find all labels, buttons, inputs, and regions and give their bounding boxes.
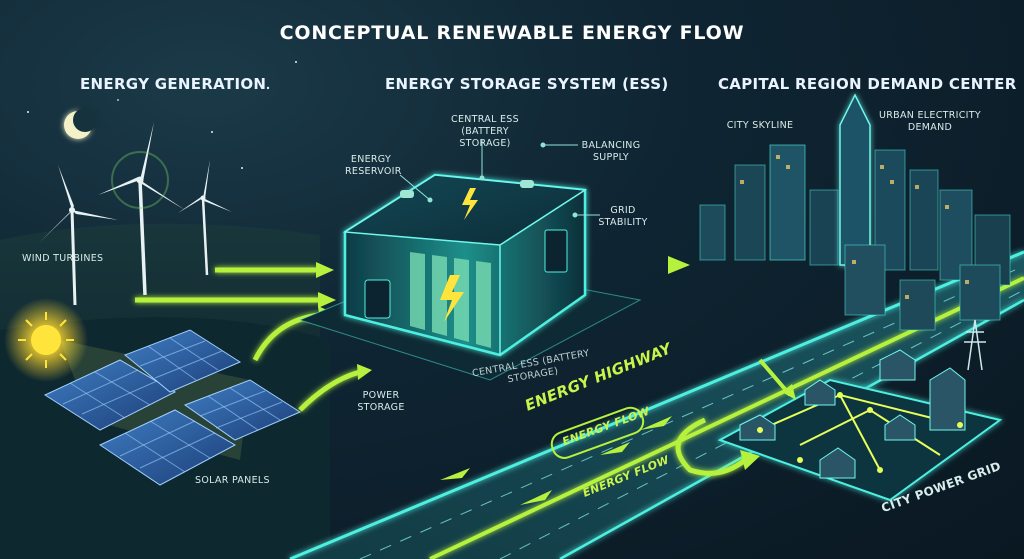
energy-reservoir-label: ENERGY RESERVOIR [345, 154, 402, 177]
grid-stability-label: GRID STABILITY [598, 205, 648, 228]
balancing-supply-label: BALANCING SUPPLY [581, 140, 641, 163]
wind-turbines-label: WIND TURBINES [22, 253, 104, 264]
section-energy-storage: ENERGY STORAGE SYSTEM (ESS) [385, 75, 669, 93]
power-storage-label: POWER STORAGE [357, 390, 405, 413]
wind-turbines [40, 122, 232, 306]
energy-flow-badge [550, 406, 645, 459]
wind-turbine-3 [178, 160, 232, 276]
city-skyline [699, 93, 1011, 331]
city-skyline-label: CITY SKYLINE [726, 120, 794, 131]
section-energy-generation: ENERGY GENERATION [80, 75, 267, 93]
stars [27, 61, 297, 169]
turbine-glow-ring [111, 151, 169, 209]
solar-panel-3 [98, 409, 237, 486]
arrow-highway-to-grid-head [740, 450, 760, 470]
road-arrows [440, 416, 672, 505]
arrow-highway-to-grid [675, 417, 747, 476]
energy-highway [289, 250, 1024, 559]
terminal-left [400, 190, 414, 198]
solar-panel-1 [43, 359, 177, 431]
top-lightning-bolt-icon [462, 188, 478, 220]
arrow-solar2-to-ess [298, 369, 361, 412]
callout-lines [399, 140, 600, 218]
central-ess-top-label: CENTRAL ESS (BATTERY STORAGE) [451, 114, 519, 149]
wind-turbine-1 [40, 165, 118, 306]
battery-gauge-panel [544, 229, 568, 273]
solar-panels [43, 329, 302, 486]
wind-turbine-2 [98, 122, 185, 296]
crescent-moon-icon [64, 108, 97, 139]
solar-panel-2 [124, 329, 242, 393]
section-demand-center: CAPITAL REGION DEMAND CENTER [718, 75, 1017, 93]
solar-panels-label: SOLAR PANELS [195, 475, 270, 486]
diagram-title: CONCEPTUAL RENEWABLE ENERGY FLOW [279, 22, 745, 44]
city-power-grid [717, 349, 1003, 502]
battery-storage-unit [342, 173, 588, 357]
arrow-ess-to-city-head [668, 256, 690, 274]
arrow-down-to-grid [758, 358, 792, 397]
battery-control-panel [364, 279, 391, 319]
terminal-right [520, 180, 534, 188]
transmission-tower-icon [964, 319, 986, 371]
sun-icon [4, 298, 88, 382]
urban-demand-label: URBAN ELECTRICITY DEMAND [879, 110, 981, 133]
solar-panel-4 [183, 379, 302, 441]
lightning-bolt-icon [440, 275, 464, 322]
